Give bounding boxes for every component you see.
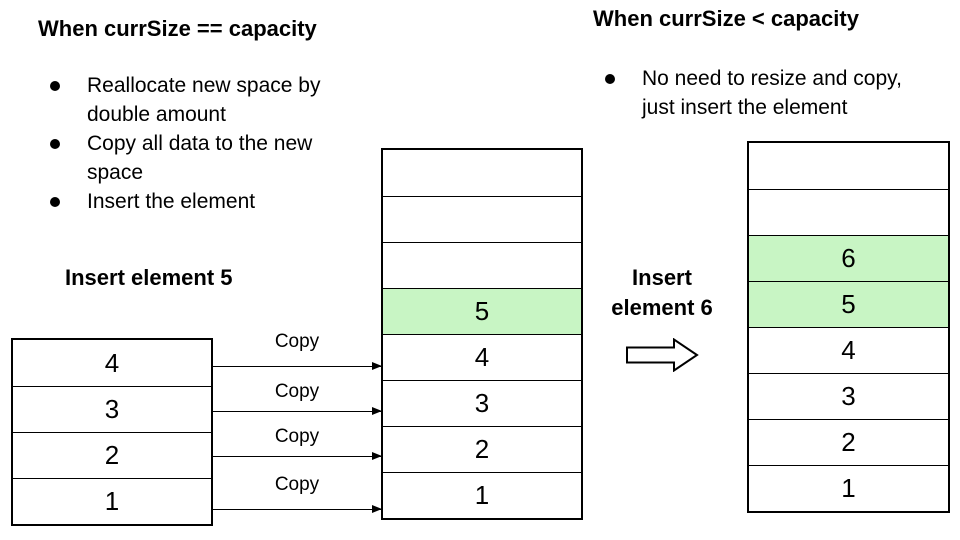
bullet-icon [50, 197, 60, 207]
array-cell [383, 242, 581, 288]
bullet-item: Insert the element [50, 187, 360, 216]
cell-value: 1 [474, 480, 490, 510]
array-cell [383, 150, 581, 196]
cell-value: 1 [841, 473, 856, 503]
bullet-list-left: Reallocate new space by double amount Co… [50, 71, 360, 216]
cell-value: 4 [474, 342, 490, 372]
arrowhead-icon [372, 362, 382, 370]
cell-value: 5 [474, 296, 490, 326]
cell-value: 4 [841, 335, 856, 365]
array-cell: 4 [383, 334, 581, 380]
bullet-item: No need to resize and copy, just insert … [605, 64, 945, 122]
copy-arrow-group: Copy [213, 331, 382, 370]
bullet-icon [50, 81, 60, 91]
heading-currsize-equals-capacity: When currSize == capacity [38, 16, 317, 41]
bullet-item: Copy all data to the new space [50, 129, 360, 187]
source-array: 4 3 2 1 [11, 338, 213, 526]
array-cell: 6 [749, 235, 948, 281]
array-cell: 5 [749, 281, 948, 327]
insert-arrow-icon [626, 338, 699, 372]
array-cell: 1 [383, 472, 581, 518]
cell-value: 2 [474, 434, 490, 464]
array-cell [383, 196, 581, 242]
copy-label: Copy [274, 381, 320, 402]
copy-arrow [213, 407, 382, 415]
array-cell: 2 [749, 419, 948, 465]
copy-arrow [213, 452, 382, 460]
insert-element-6-label: Insert element 6 [611, 265, 713, 320]
array-cell: 4 [749, 327, 948, 373]
cell-value: 2 [104, 440, 120, 470]
array-cell: 3 [13, 386, 211, 432]
copy-arrow-group: Copy [213, 381, 382, 415]
arrowhead-icon [372, 505, 382, 513]
bullet-text: Insert the element [87, 190, 256, 213]
array-cell [749, 189, 948, 235]
array-cell: 2 [383, 426, 581, 472]
cell-value: 6 [841, 243, 856, 273]
copy-label: Copy [274, 474, 320, 495]
bullet-text: No need to resize and copy, just insert … [642, 67, 902, 119]
cell-value: 3 [841, 381, 856, 411]
array-cell: 1 [13, 478, 211, 524]
insert-element-5-label: Insert element 5 [65, 265, 233, 290]
array-cell: 2 [13, 432, 211, 478]
heading-currsize-less-capacity: When currSize < capacity [593, 6, 859, 31]
bullet-item: Reallocate new space by double amount [50, 71, 360, 129]
copy-arrow-group: Copy [213, 474, 382, 513]
bullet-icon [50, 139, 60, 149]
bullet-list-right: No need to resize and copy, just insert … [605, 64, 945, 122]
array-cell: 4 [13, 340, 211, 386]
resized-array: 5 4 3 2 1 [381, 148, 583, 520]
bullet-icon [605, 74, 615, 84]
arrowhead-icon [372, 452, 382, 460]
array-cell: 1 [749, 465, 948, 511]
copy-arrow [213, 505, 382, 513]
cell-value: 3 [104, 394, 120, 424]
array-cell: 3 [383, 380, 581, 426]
array-cell [749, 143, 948, 189]
array-cell: 5 [383, 288, 581, 334]
copy-label: Copy [274, 426, 320, 447]
copy-label: Copy [274, 331, 320, 352]
arrowhead-icon [372, 407, 382, 415]
final-array: 6 5 4 3 2 1 [747, 141, 950, 513]
cell-value: 1 [104, 486, 120, 516]
copy-arrow [213, 362, 382, 370]
cell-value: 3 [474, 388, 490, 418]
bullet-text: Copy all data to the new space [87, 132, 313, 184]
cell-value: 5 [841, 289, 856, 319]
copy-arrow-group: Copy [213, 426, 382, 460]
bullet-text: Reallocate new space by double amount [87, 74, 321, 126]
cell-value: 4 [104, 347, 120, 378]
cell-value: 2 [841, 427, 856, 457]
array-cell: 3 [749, 373, 948, 419]
